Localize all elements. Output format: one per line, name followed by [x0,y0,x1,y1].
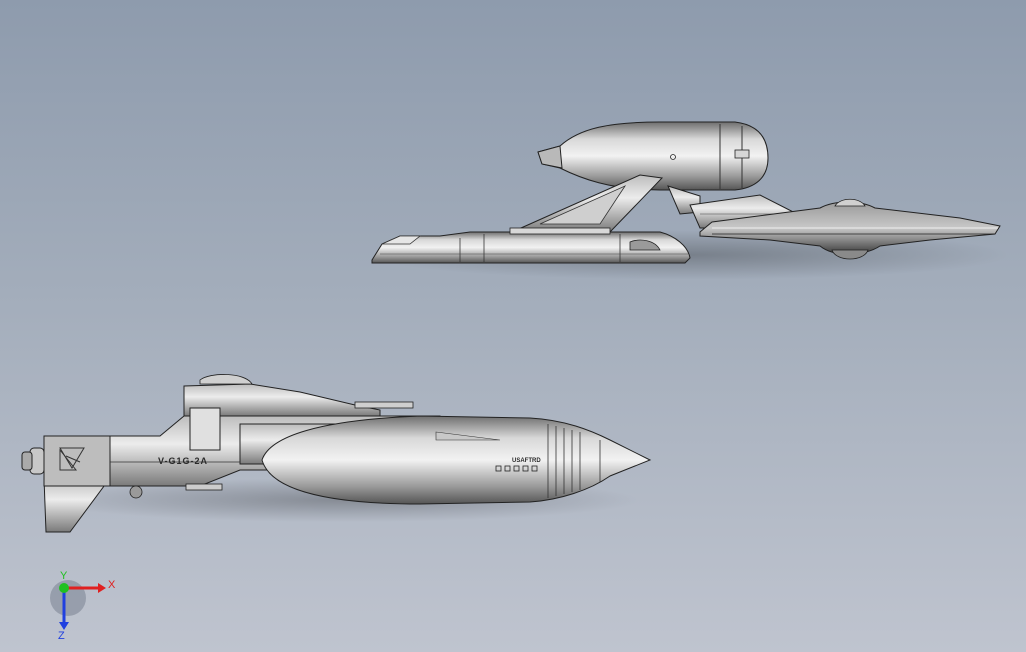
upper-ship-secondary-hull [371,227,691,264]
triad-y-axis-icon [59,583,69,593]
upper-ship-saucer [699,198,1001,260]
upper-ship-model[interactable] [370,121,1010,280]
lower-ship-portholes [495,465,538,472]
triad-z-arrow-icon [59,622,69,630]
triad-y-label: Y [60,570,68,582]
lower-ship-model[interactable]: V-G1G-2A USAFTRD [21,374,652,533]
lower-ship-fuselage [261,415,652,505]
lower-ship-hull-marking: V-G1G-2A [158,456,208,466]
coordinate-triad[interactable]: X Y Z [40,570,130,640]
lower-ship-nose-marking: USAFTRD [512,458,541,464]
triad-x-arrow-icon [98,583,106,593]
triad-x-label: X [108,579,116,591]
triad-z-label: Z [58,630,65,640]
upper-ship-nacelle [537,121,769,191]
